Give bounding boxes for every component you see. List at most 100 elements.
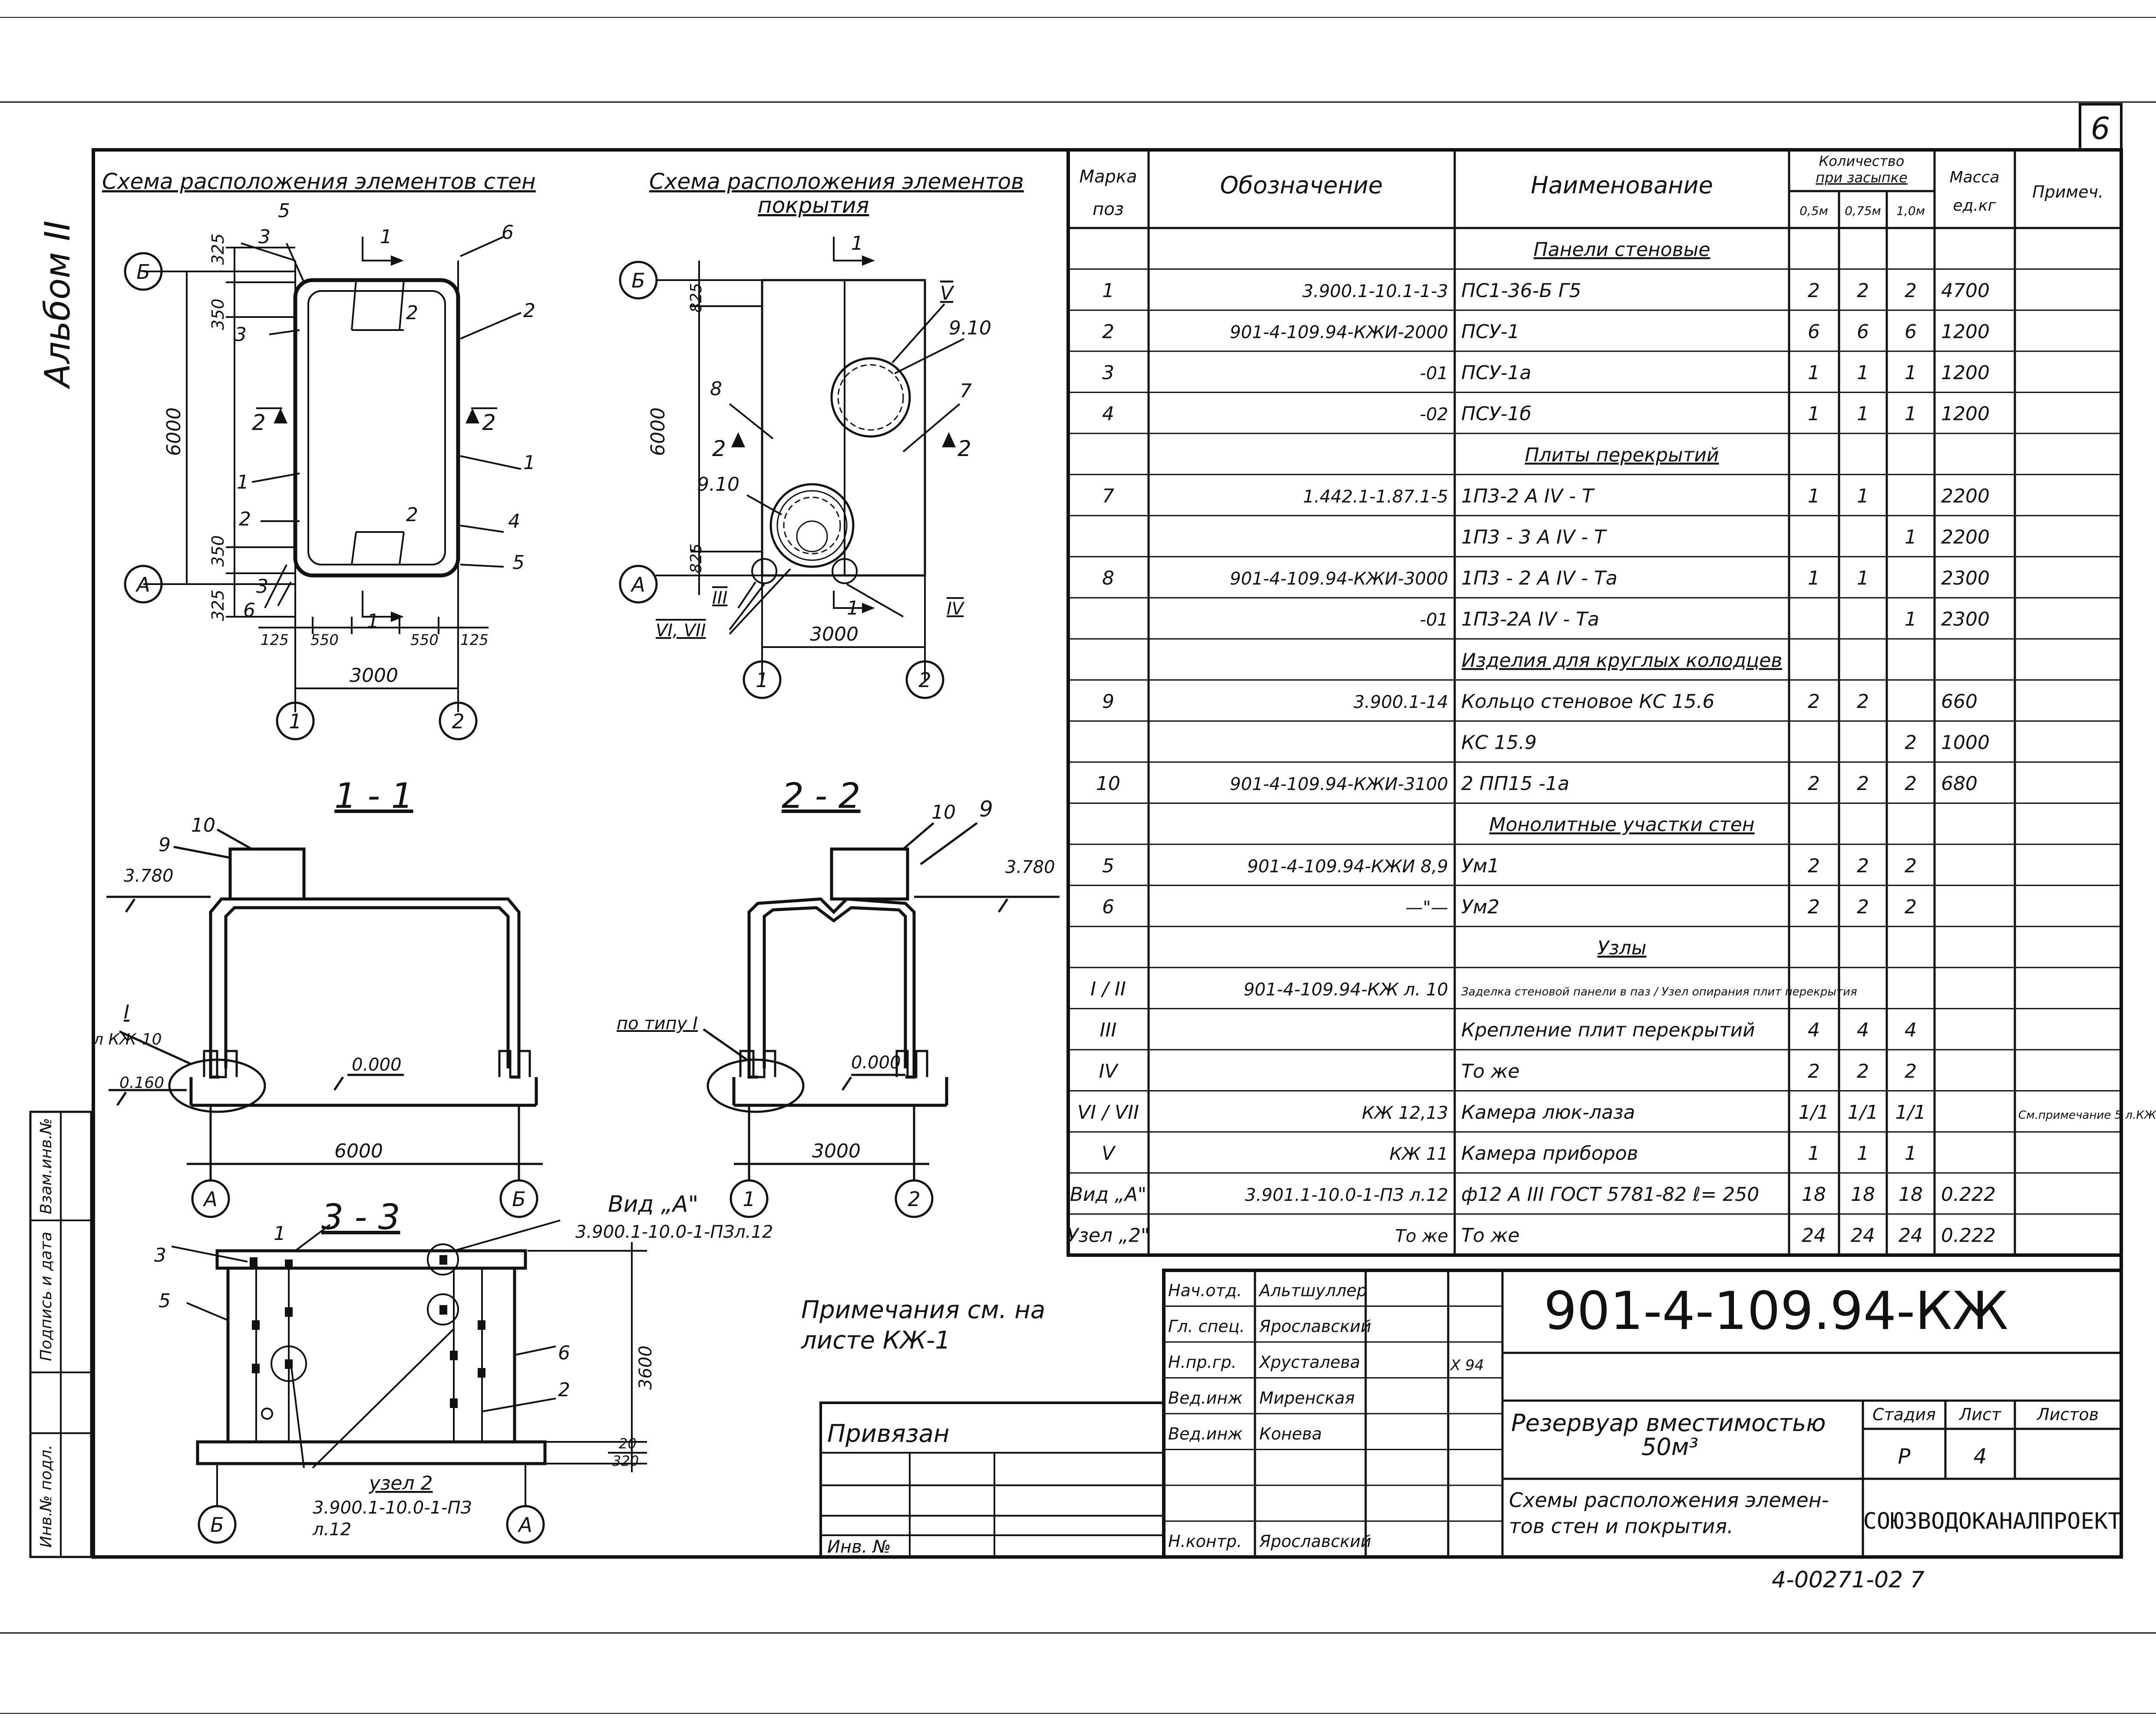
cover-label-7: 7 — [960, 380, 972, 402]
spec-cell-mark: 2 — [1102, 321, 1114, 343]
stamp-inv-label: Инв.№ подл. — [37, 1445, 55, 1548]
spec-cell-q3: 2 — [1905, 1060, 1917, 1082]
walls-dim-125b: 125 — [460, 631, 489, 649]
walls-dim-bottom: 325 — [208, 589, 228, 621]
cover-dim-height: 6000 — [647, 407, 669, 456]
s22-pos-9: 9 — [979, 797, 993, 822]
spec-cell-des: 901-4-109.94-КЖИ-3100 — [1230, 774, 1448, 794]
spec-cell-q3: 2 — [1905, 280, 1917, 302]
spec-cell-des: КЖ 11 — [1390, 1144, 1448, 1164]
spec-cell-q3: 2 — [1905, 773, 1917, 795]
cover-label-8: 8 — [710, 378, 722, 400]
walls-label-1b: 1 — [523, 452, 535, 474]
spec-h-mass-1: Масса — [1950, 169, 2000, 186]
spec-cell-name: Изделия для круглых колодцев — [1462, 649, 1782, 671]
spec-h-mass-2: ед.кг — [1953, 197, 1996, 215]
s33-pos-2: 2 — [558, 1379, 570, 1401]
walls-label-1a: 1 — [380, 226, 392, 248]
s22-width: 3000 — [812, 1140, 861, 1162]
walls-axis-2: 2 — [452, 710, 464, 733]
spec-cell-des: 901-4-109.94-КЖИ 8,9 — [1247, 856, 1448, 876]
s11-node-ref: л КЖ-10 — [93, 1031, 162, 1048]
spec-cell-mass: 660 — [1941, 691, 1978, 713]
spec-cell-q1: 1 — [1808, 485, 1820, 507]
spec-cell-name: ПСУ-1а — [1461, 362, 1531, 384]
cover-cut-2-right: 2 — [957, 436, 971, 461]
spec-cell-mark: 7 — [1102, 485, 1114, 507]
spec-cell-name: Камера люк-лаза — [1461, 1101, 1635, 1124]
spec-cell-q3: 2 — [1905, 896, 1917, 918]
tb-drawing-2: тов стен и покрытия. — [1509, 1514, 1733, 1538]
s33-pos-6: 6 — [558, 1342, 570, 1364]
stamp-sign-label: Подпись и дата — [37, 1232, 55, 1361]
spec-cell-q2: 2 — [1857, 896, 1869, 918]
s33-height-3600: 3600 — [636, 1345, 656, 1390]
s22-axis-1-bubble — [730, 1179, 769, 1218]
spec-cell-q3: 1 — [1905, 608, 1917, 631]
cover-axis-2-bubble — [905, 660, 944, 699]
s11-axis-A-bubble — [191, 1179, 230, 1218]
spec-cell-des: —"— — [1406, 898, 1448, 918]
cover-axis-B: Б — [631, 269, 645, 292]
spec-cell-des: КЖ 12,13 — [1362, 1103, 1448, 1123]
walls-label-6b: 6 — [243, 599, 255, 621]
tb-name: Ярославский — [1259, 1317, 1371, 1336]
s11-title: 1 - 1 — [334, 776, 413, 816]
notes-line-2: листе КЖ-1 — [801, 1326, 951, 1355]
cover-section-arrows — [731, 255, 956, 613]
spec-cell-des: -01 — [1420, 610, 1448, 630]
s33-view: Вид „А" — [608, 1191, 698, 1217]
spec-cell-mark: 1 — [1102, 280, 1114, 302]
spec-cell-mass: 1200 — [1941, 362, 1990, 384]
s22-axis-2-bubble — [895, 1179, 934, 1218]
walls-cut-2-left: 2 — [252, 410, 266, 435]
cover-title-1: Схема расположения элементов — [649, 169, 1024, 194]
walls-cut-2-right: 2 — [482, 410, 496, 435]
spec-cell-des: 1.442.1-1.87.1-5 — [1303, 487, 1448, 507]
walls-label-4: 4 — [508, 510, 520, 532]
spec-cell-name: ПС1-36-Б Г5 — [1461, 280, 1581, 302]
s33-axis-A: А — [517, 1513, 532, 1537]
section-2-2: 2 - 2 10 9 3.780 по типу I — [617, 776, 1060, 1218]
spec-cell-q2: 1 — [1857, 567, 1869, 589]
tb-code: 901-4-109.94-КЖ — [1544, 1281, 2008, 1342]
spec-cell-mark: III — [1100, 1019, 1117, 1041]
spec-cell-q3: 1 — [1905, 362, 1917, 384]
spec-cell-mark: Узел „2" — [1067, 1225, 1149, 1247]
section-1-1: 1 - 1 10 9 3.780 — [93, 776, 543, 1218]
spec-cell-mass: 0.222 — [1941, 1225, 1996, 1247]
tb-object-1: Резервуар вместимостью — [1511, 1409, 1826, 1437]
spec-cell-q3: 6 — [1905, 321, 1917, 343]
album-label: Альбом II — [37, 221, 78, 390]
tb-name: Миренская — [1259, 1388, 1355, 1408]
s33-node-2: узел 2 — [368, 1472, 433, 1494]
spec-cell-name: Узлы — [1597, 937, 1646, 959]
s22-axis-1: 1 — [743, 1187, 755, 1211]
binding-inv: Инв. № — [827, 1537, 891, 1557]
tb-role: Вед.инж — [1168, 1424, 1243, 1443]
spec-cell-mass: 2200 — [1941, 485, 1990, 507]
tb-date-mark: Х 94 — [1449, 1357, 1484, 1374]
walls-label-2b: 2 — [523, 300, 535, 322]
spec-cell-des: 3.901.1-10.0-1-ПЗ л.12 — [1245, 1185, 1448, 1205]
s11-level-zero: 0.000 — [352, 1055, 402, 1075]
walls-title: Схема расположения элементов стен — [102, 169, 536, 194]
cover-axis-A: А — [630, 573, 645, 596]
spec-cell-name: 1П3-2А IV - Та — [1461, 608, 1599, 631]
scan-edges — [0, 17, 2156, 1714]
s11-node: I — [124, 1001, 129, 1023]
cover-label-1a: 1 — [851, 232, 863, 254]
spec-cell-name: Плиты перекрытий — [1525, 444, 1719, 466]
stamp-replace-label: Взам.инв.№ — [37, 1118, 55, 1214]
spec-cell-name: Монолитные участки стен — [1489, 814, 1754, 836]
spec-cell-name: ПСУ-1 — [1461, 321, 1520, 343]
spec-cell-q2: 1 — [1857, 403, 1869, 425]
spec-cell-mass: 0.222 — [1941, 1183, 1996, 1206]
spec-cell-name: Крепление плит перекрытий — [1461, 1019, 1755, 1041]
s33-axis-B-bubble — [198, 1505, 237, 1544]
s22-axis-2: 2 — [908, 1187, 920, 1211]
cover-axis-B-bubble — [619, 261, 658, 300]
walls-label-2a: 2 — [406, 302, 418, 324]
spec-cell-name: То же — [1461, 1060, 1520, 1082]
